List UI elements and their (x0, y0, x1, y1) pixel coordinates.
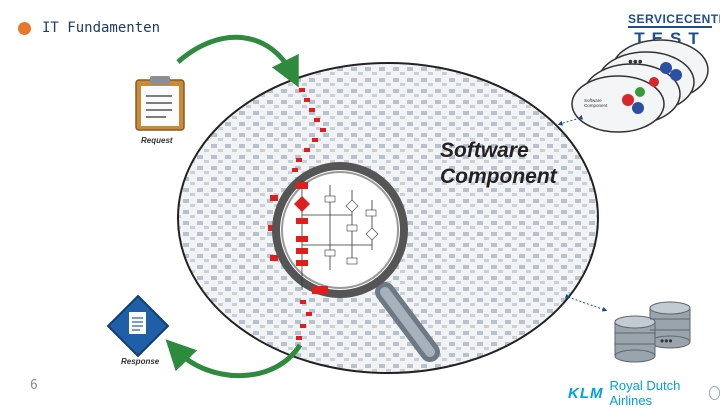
svg-text:•••: ••• (660, 334, 673, 348)
response-document-icon (106, 294, 170, 358)
request-clipboard-icon (135, 76, 185, 131)
request-label: Request (141, 136, 173, 145)
component-connector (557, 114, 584, 126)
klm-seal-icon (708, 386, 720, 400)
execution-path (268, 78, 326, 340)
mini-component-label-line2: Component (584, 103, 608, 108)
mini-component-label: Software Component (584, 98, 607, 108)
component-stack-icon: ••• (571, 39, 709, 133)
klm-logo-mark: KLM (568, 384, 604, 402)
svg-text:•••: ••• (628, 53, 643, 69)
software-component-title-line1: Software (440, 139, 529, 162)
mini-component-label-line1: Software (584, 98, 602, 103)
header-bullet-icon (18, 22, 31, 35)
response-flow-arrow (165, 339, 303, 379)
database-connector (564, 293, 608, 312)
slide-number: 6 (30, 378, 38, 393)
database-icon: ••• (614, 301, 691, 363)
page-title: IT Fundamenten (42, 20, 161, 36)
magnifier-icon (272, 162, 440, 362)
response-label: Response (121, 357, 160, 366)
software-component-title-line2: Component (440, 165, 557, 188)
servicecenter-logo-line1: SERVICECENTER (628, 12, 720, 28)
software-component-title: Software Component (440, 138, 557, 190)
klm-logo: KLM Royal Dutch Airlines (568, 378, 720, 408)
klm-logo-text: Royal Dutch Airlines (609, 378, 681, 408)
request-flow-arrow (176, 34, 299, 88)
